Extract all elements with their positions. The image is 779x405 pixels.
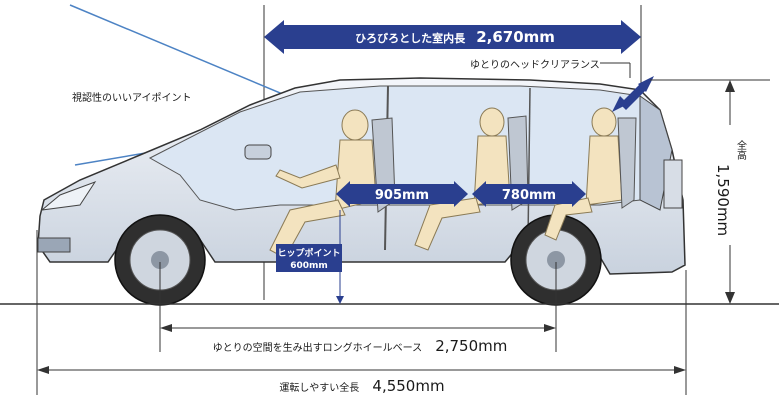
headlight	[40, 181, 97, 211]
height-label-backdrop	[715, 125, 747, 245]
overall-length-arrowhead-left	[37, 366, 49, 374]
interior-length-value: 2,670mm	[476, 28, 555, 46]
overall-length-label-backdrop	[255, 374, 475, 396]
front-legroom-arrow	[336, 181, 468, 207]
front-wheel	[114, 214, 206, 306]
overall-length-label: 運転しやすい全長	[279, 381, 359, 394]
rear-legroom-arrow	[472, 181, 586, 207]
third-row-figure	[544, 107, 623, 241]
hip-point-arrowhead	[336, 296, 344, 304]
height-label: 全高	[735, 139, 747, 161]
interior-length-text: ひろびろとした室内長 2,670mm	[355, 27, 555, 46]
front-grille	[37, 237, 71, 253]
height-arrowhead-top	[725, 80, 735, 92]
sliding-door-seam	[527, 87, 531, 241]
wheelbase-label-backdrop	[180, 336, 540, 356]
wheelbase-value: 2,750mm	[435, 337, 507, 355]
interior-length-label: ひろびろとした室内長	[355, 31, 466, 45]
interior-length-arrow	[264, 20, 641, 54]
wheelbase-arrowhead-right	[544, 324, 556, 332]
front-legroom-value: 905mm	[375, 188, 429, 203]
hip-point-value: 600mm	[290, 261, 328, 271]
hip-point-label: ヒップポイント	[277, 247, 340, 259]
side-mirror	[244, 144, 272, 160]
overall-length-text: 運転しやすい全長 4,550mm	[279, 376, 444, 395]
wheelbase-text: ゆとりの空間を生み出すロングホイールベース 2,750mm	[213, 336, 508, 355]
height-value: 1,590mm	[714, 164, 732, 236]
wheelbase-arrowhead-left	[160, 324, 172, 332]
hip-point-box	[276, 244, 342, 272]
headroom-label: ゆとりのヘッドクリアランス	[470, 59, 600, 71]
wheelbase-label: ゆとりの空間を生み出すロングホイールベース	[213, 341, 423, 354]
overall-length-arrowhead-right	[674, 366, 686, 374]
rear-legroom-value: 780mm	[502, 188, 556, 203]
overall-length-value: 4,550mm	[372, 377, 444, 395]
eyepoint-label: 視認性のいいアイポイント	[72, 91, 192, 104]
tail-lamp	[663, 159, 683, 209]
height-arrowhead-bottom	[725, 292, 735, 304]
